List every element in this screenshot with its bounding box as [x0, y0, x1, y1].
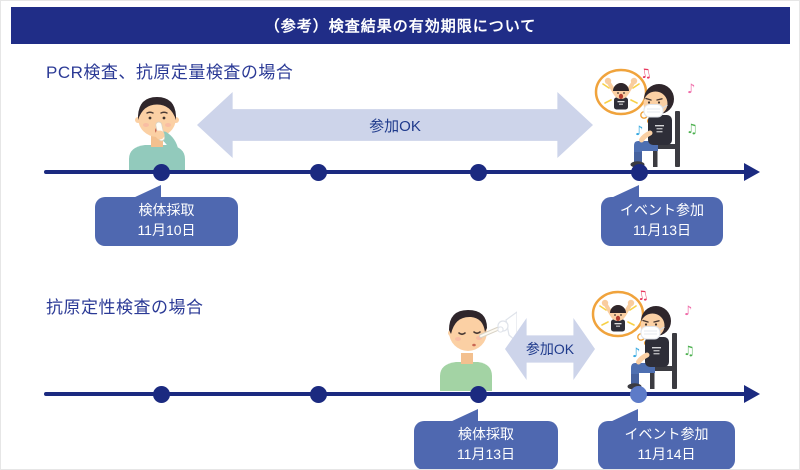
callout-date: 11月14日	[637, 446, 696, 463]
timeline-line	[44, 392, 746, 396]
header-banner: （参考）検査結果の有効期限について	[11, 7, 790, 44]
callout-sample-collection-1: 検体採取 11月10日	[95, 185, 238, 246]
callout-date: 11月13日	[632, 222, 692, 239]
nose-swab-person-illustration	[440, 310, 517, 391]
page-title: （参考）検査結果の有効期限について	[264, 18, 537, 35]
timeline-dot	[309, 163, 327, 181]
participation-ok-arrow-1: 参加OK	[197, 92, 593, 158]
callout-label: イベント参加	[620, 202, 704, 218]
timeline-dot	[630, 163, 648, 181]
timeline-arrowhead-icon	[744, 163, 760, 181]
event-attendee-illustration-1	[594, 65, 699, 170]
callout-date: 11月13日	[456, 446, 516, 463]
section-pcr-title: PCR検査、抗原定量検査の場合	[46, 63, 294, 82]
participation-ok-label-1: 参加OK	[369, 117, 421, 135]
timeline-arrowhead-icon	[744, 385, 760, 403]
callout-label: 検体採取	[138, 202, 195, 218]
timeline-dot	[469, 385, 487, 403]
event-attendee-illustration-2	[591, 287, 696, 392]
saliva-test-person-illustration	[129, 97, 185, 173]
callout-event-participation-1: イベント参加 11月13日	[601, 185, 723, 246]
timeline-dot	[152, 385, 170, 403]
callout-sample-collection-2: 検体採取 11月13日	[414, 409, 558, 469]
callout-label: イベント参加	[624, 426, 709, 442]
participation-ok-label-2: 参加OK	[525, 341, 575, 357]
gloved-hand	[497, 311, 517, 343]
participation-ok-arrow-2: 参加OK	[505, 318, 595, 380]
timeline-dot	[152, 163, 170, 181]
timeline-dot	[469, 163, 487, 181]
timeline-pcr	[44, 161, 760, 183]
callout-label: 検体採取	[458, 426, 514, 442]
callout-date: 11月10日	[137, 222, 196, 239]
section-antigen-title: 抗原定性検査の場合	[46, 298, 204, 317]
callout-event-participation-2: イベント参加 11月14日	[598, 409, 735, 469]
timeline-antigen	[44, 383, 760, 405]
timeline-line	[44, 170, 746, 174]
timeline-dot-light	[629, 385, 647, 403]
timeline-dot	[309, 385, 327, 403]
